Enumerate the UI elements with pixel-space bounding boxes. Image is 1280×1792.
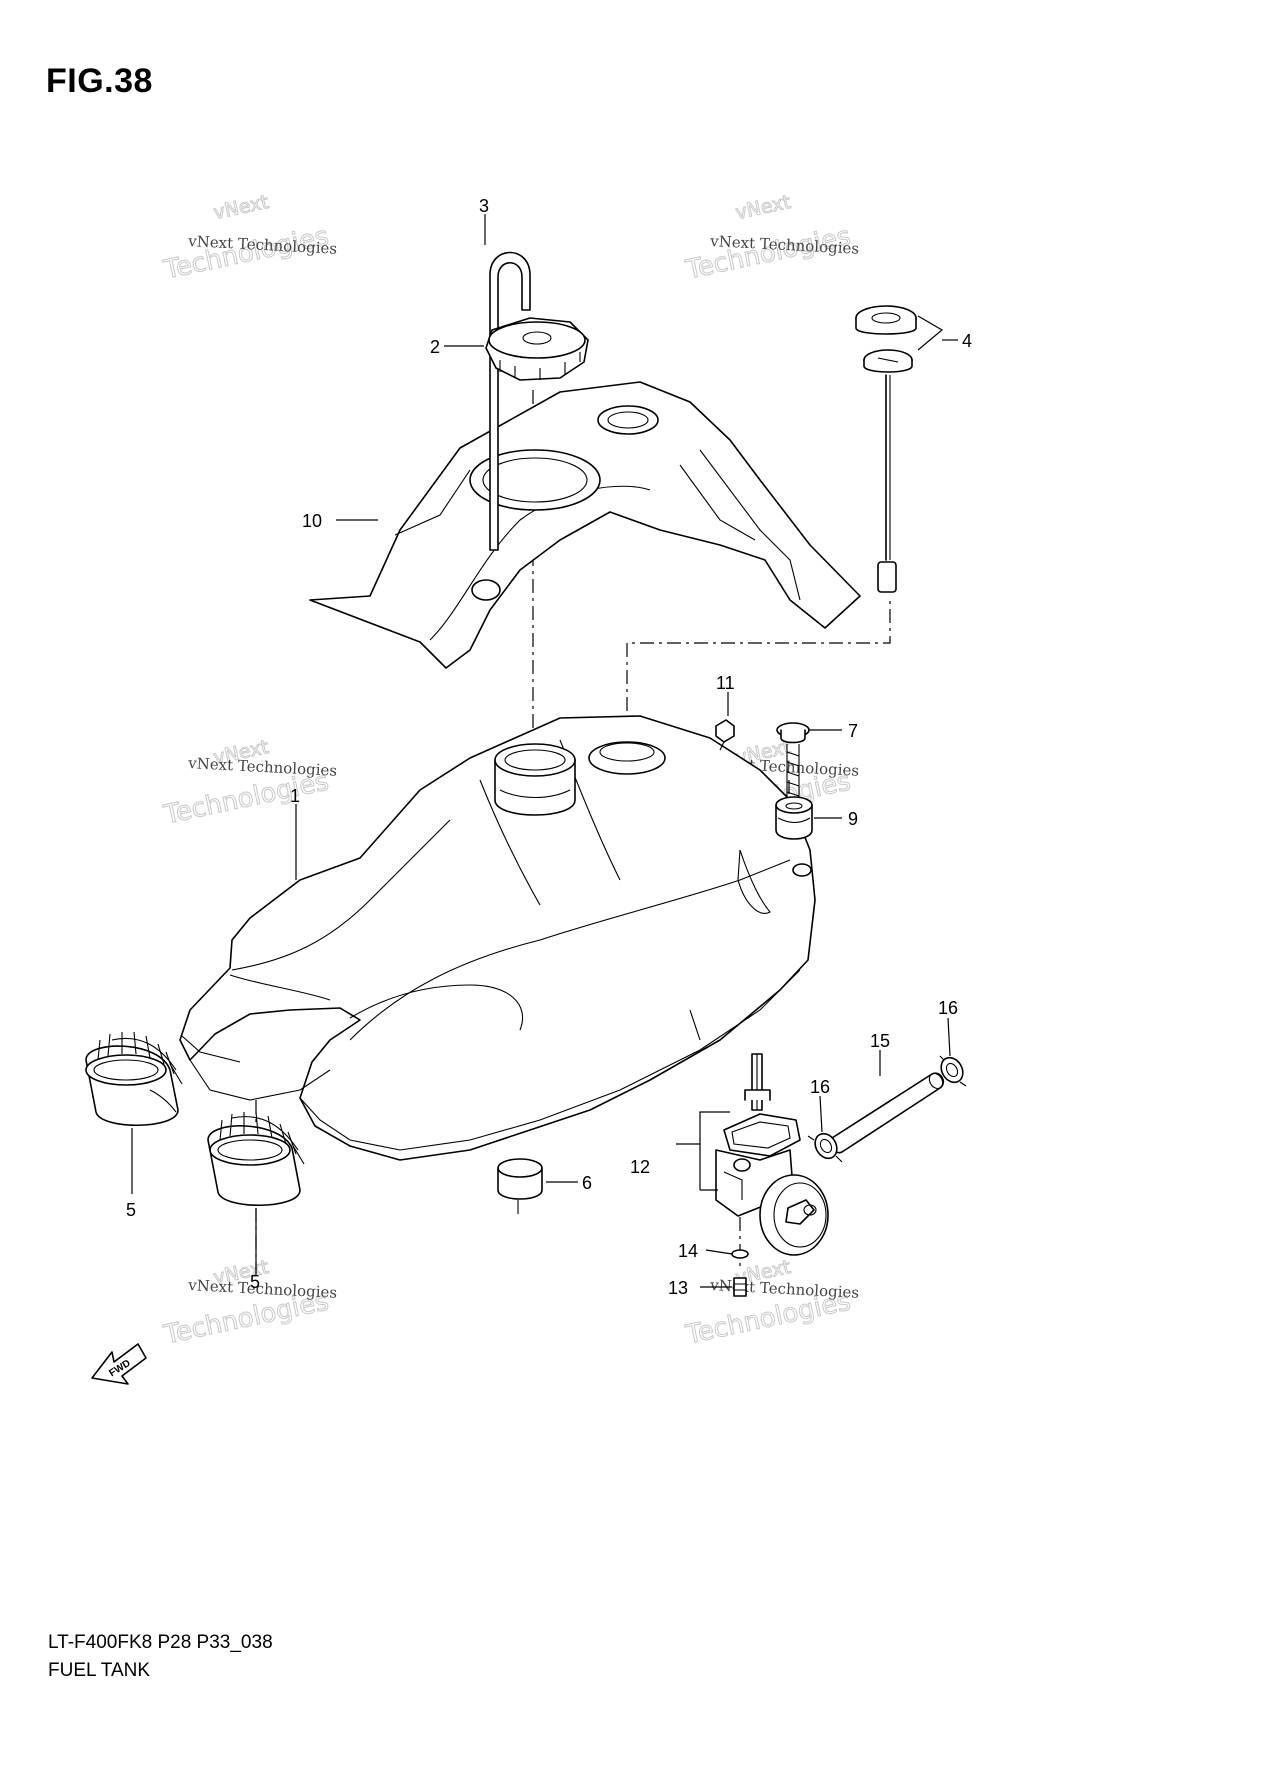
watermark-text: vNext Technologies	[187, 754, 338, 780]
collar-part-5-right	[207, 1111, 305, 1207]
breather-hose-part	[489, 251, 531, 551]
callout-14: 14	[678, 1241, 698, 1261]
fuel-cap-part	[485, 317, 589, 381]
watermark-vnext: vNext	[212, 191, 271, 224]
callout-1: 1	[290, 786, 300, 806]
screw-part-11	[715, 719, 735, 751]
callout-5-left: 5	[126, 1200, 136, 1220]
callout-labels: 3 2 4 10 1 5 5 6 7 9 11 12 13 14 15 16 1…	[126, 196, 972, 1298]
fuel-tank-part	[179, 715, 816, 1161]
callout-2: 2	[430, 337, 440, 357]
callout-12: 12	[630, 1157, 650, 1177]
callout-16-left: 16	[810, 1077, 830, 1097]
bolt-part-7	[776, 722, 810, 800]
figure-title: FIG.38	[46, 62, 153, 100]
cushion-part-6	[497, 1158, 543, 1214]
callout-5-right: 5	[250, 1272, 260, 1292]
leader-lines	[131, 214, 958, 1288]
callout-3: 3	[479, 196, 489, 216]
fuel-valve-part	[715, 1053, 829, 1297]
watermark-vnext: vNext	[734, 191, 793, 224]
callout-10: 10	[302, 511, 322, 531]
collar-part-5-left	[85, 1031, 183, 1127]
hose-clamp-part-16b	[939, 1055, 967, 1087]
callout-13: 13	[668, 1278, 688, 1298]
grommet-part-9	[775, 796, 813, 840]
forward-direction-arrow: FWD	[91, 1343, 147, 1385]
tank-cover-part	[309, 381, 861, 669]
callout-4: 4	[962, 331, 972, 351]
model-code-caption: LT-F400FK8 P28 P33_038	[48, 1632, 273, 1653]
callout-9: 9	[848, 809, 858, 829]
watermark-text: vNext Technologies	[187, 1276, 338, 1302]
fuel-hose-part-15	[829, 1072, 945, 1154]
callout-11: 11	[716, 673, 735, 693]
callout-16-right: 16	[938, 998, 958, 1018]
hose-clamp-part-16a	[807, 1132, 843, 1163]
callout-7: 7	[848, 721, 858, 741]
callout-6: 6	[582, 1173, 592, 1193]
fuel-gauge-part	[855, 305, 917, 593]
watermark-text: vNext Technologies	[709, 1276, 860, 1302]
part-group-caption: FUEL TANK	[48, 1660, 151, 1681]
callout-15: 15	[870, 1031, 890, 1051]
